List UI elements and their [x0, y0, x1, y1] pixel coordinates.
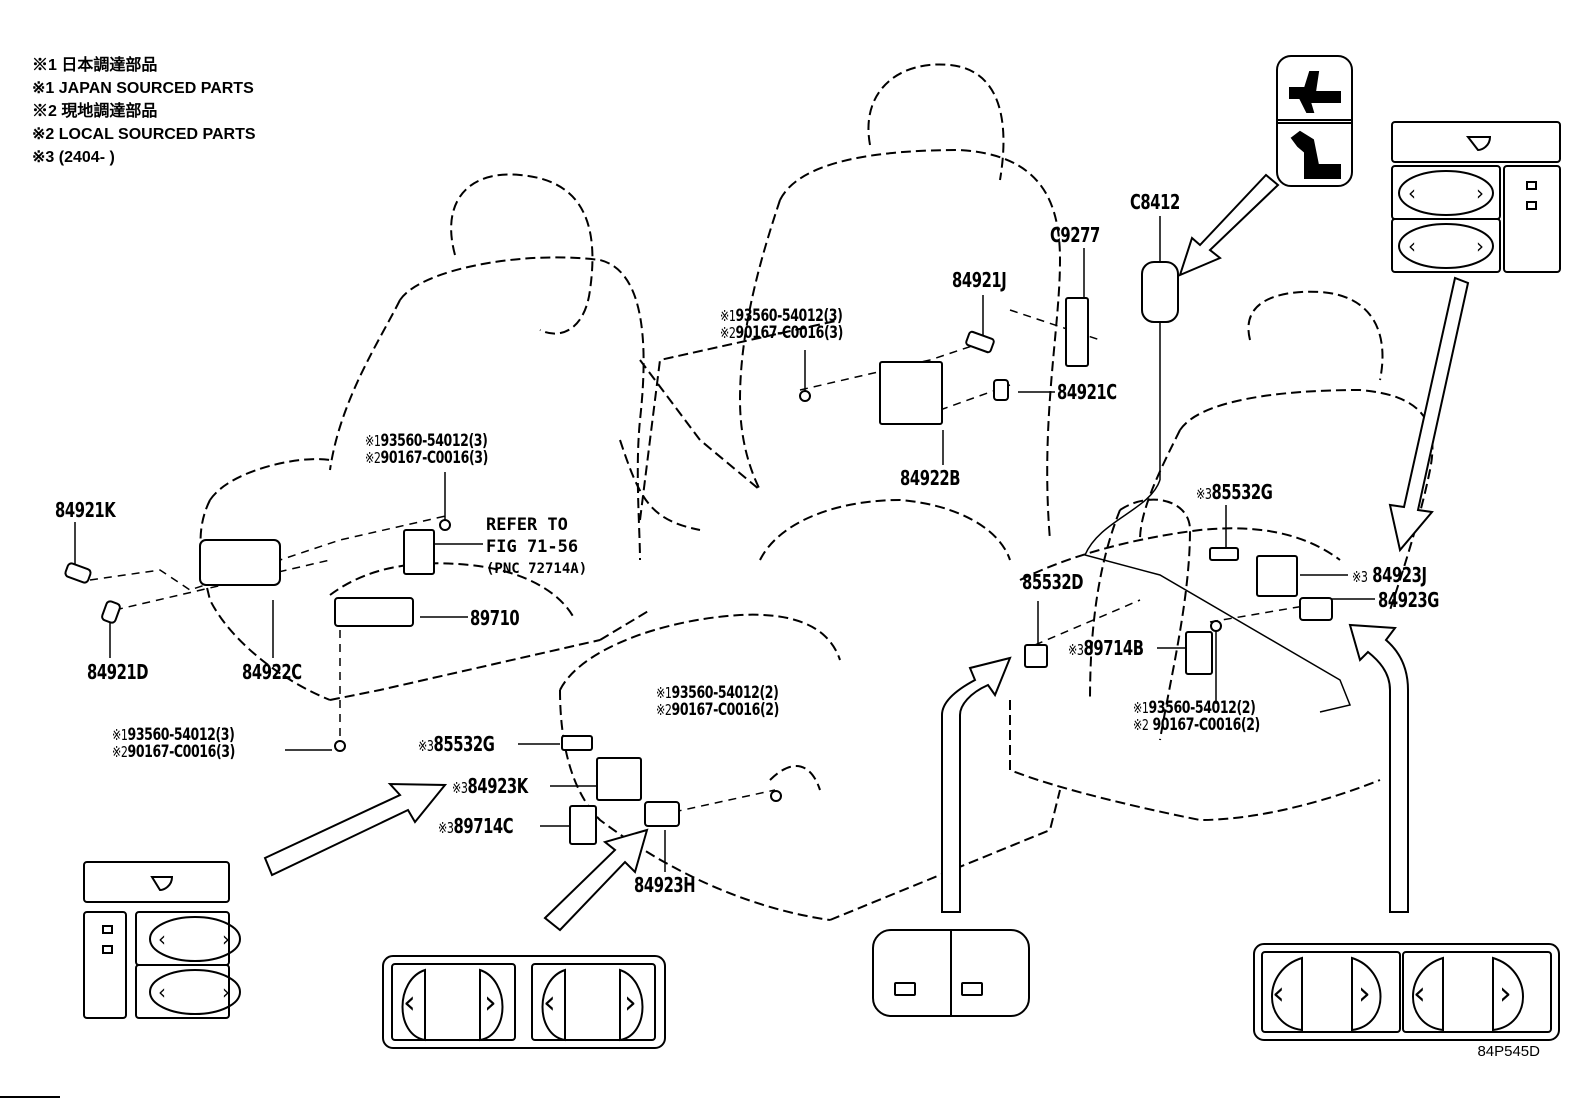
part-label-84923H[interactable]: 84923H — [634, 873, 696, 897]
part-label-C8412[interactable]: C8412 — [1130, 190, 1180, 214]
arrow-to-84923J — [1388, 276, 1470, 553]
part-label-C9277[interactable]: C9277 — [1050, 223, 1100, 247]
bolt-group-left-bottom[interactable]: ※193560-54012(3) ※290167-C0016(3) — [112, 725, 235, 762]
part-84923H — [644, 801, 680, 827]
center-seat-outline — [559, 63, 1062, 921]
part-84921K — [64, 562, 92, 584]
part-89710 — [334, 597, 414, 627]
seat-adjust-panel-right: ‹ › ‹ › — [1253, 943, 1560, 1041]
seat-fold-switch-panel — [1276, 55, 1353, 187]
sourcing-legend: ※1 日本調達部品 ※1 JAPAN SOURCED PARTS ※2 現地調達… — [32, 54, 256, 169]
part-bracket-left — [403, 529, 435, 575]
bolt — [439, 519, 451, 531]
part-84922C — [199, 539, 281, 586]
legend-row: ※1 日本調達部品 — [32, 57, 158, 74]
arrow-to-84923H — [543, 828, 649, 932]
figure-reference-note[interactable]: REFER TO FIG 71-56 (PNC 72714A) — [486, 515, 588, 577]
part-85532G-left — [561, 735, 593, 751]
svg-text:›: › — [624, 983, 637, 1021]
legend-row: ※1 JAPAN SOURCED PARTS — [32, 80, 254, 97]
part-label-89714B[interactable]: ※389714B — [1068, 636, 1144, 660]
legend-row: ※3 (2404- ) — [32, 149, 115, 166]
bolt-group-upper-center[interactable]: ※193560-54012(3) ※290167-C0016(3) — [720, 306, 843, 343]
bolt — [334, 740, 346, 752]
part-label-84923K[interactable]: ※384923K — [452, 774, 528, 798]
svg-text:‹: ‹ — [1408, 234, 1416, 258]
svg-text:‹: ‹ — [1272, 974, 1285, 1012]
usb-charge-panel — [872, 929, 1030, 1017]
part-89714C — [569, 805, 597, 845]
part-84923G — [1299, 597, 1333, 621]
svg-text:‹: ‹ — [1413, 974, 1426, 1012]
part-label-84922B[interactable]: 84922B — [900, 466, 961, 490]
part-label-84921D[interactable]: 84921D — [87, 660, 149, 684]
part-84923J — [1256, 555, 1298, 597]
svg-text:‹: ‹ — [158, 980, 166, 1004]
svg-text:›: › — [1499, 974, 1512, 1012]
svg-text:‹: ‹ — [403, 983, 416, 1021]
bolt-group-right-mid[interactable]: ※193560-54012(2) ※2 90167-C0016(2) — [1133, 698, 1260, 735]
bolt-group-center-mid[interactable]: ※193560-54012(2) ※290167-C0016(2) — [656, 683, 779, 720]
legend-row: ※2 LOCAL SOURCED PARTS — [32, 126, 256, 143]
part-84921D — [101, 600, 121, 624]
svg-text:‹: ‹ — [543, 983, 556, 1021]
part-label-84921C[interactable]: 84921C — [1057, 380, 1117, 404]
bolt — [770, 790, 782, 802]
callout-arrows — [263, 173, 1470, 932]
svg-text:‹: ‹ — [1408, 181, 1416, 205]
part-label-85532D[interactable]: 85532D — [1022, 570, 1084, 594]
part-label-85532G-left[interactable]: ※385532G — [418, 732, 495, 756]
part-89714B — [1185, 631, 1213, 675]
arrow-to-right-console — [941, 656, 1012, 913]
part-C8412 — [1141, 261, 1179, 323]
arrow-to-84923K — [263, 782, 448, 877]
part-label-85532G-right[interactable]: ※385532G — [1196, 480, 1273, 504]
part-label-89710[interactable]: 89710 — [470, 606, 520, 630]
svg-text:‹: ‹ — [158, 927, 166, 951]
part-84921C — [993, 379, 1009, 401]
reading-light-icon-2 — [150, 876, 174, 892]
arrow-to-C8412 — [1178, 173, 1280, 277]
part-label-84922C[interactable]: 84922C — [242, 660, 302, 684]
illustration-code: 84P545D — [1477, 1043, 1540, 1060]
reading-light-icon — [1465, 136, 1492, 152]
svg-text:›: › — [1358, 974, 1371, 1012]
solid-leaders — [74, 216, 1375, 872]
bolt — [1210, 620, 1222, 632]
part-85532D — [1024, 644, 1048, 668]
svg-text:›: › — [1476, 181, 1484, 205]
bolt — [799, 390, 811, 402]
arrow-to-84923G — [1348, 623, 1409, 913]
parts — [64, 261, 1333, 845]
right-upper-switch-panel: ‹ › ‹ › — [1391, 121, 1561, 273]
part-label-84923J[interactable]: ※3 84923J — [1352, 563, 1427, 587]
part-84922B — [879, 361, 943, 425]
seat-fold-up-icon — [1290, 130, 1341, 179]
left-lower-switch-panel: ‹ › ‹ › — [83, 861, 241, 1019]
part-label-89714C[interactable]: ※389714C — [438, 814, 514, 838]
part-84923K — [596, 757, 642, 801]
svg-text:›: › — [1476, 234, 1484, 258]
svg-text:›: › — [484, 983, 497, 1021]
part-label-84921J[interactable]: 84921J — [952, 268, 1007, 292]
svg-text:›: › — [222, 927, 230, 951]
part-label-84921K[interactable]: 84921K — [55, 498, 116, 522]
seat-adjust-panel-left: ‹ › ‹ › — [382, 955, 666, 1049]
right-seat-outline — [1009, 290, 1434, 822]
svg-text:›: › — [222, 980, 230, 1004]
left-seat-outline — [199, 173, 841, 701]
part-C9277 — [1065, 297, 1089, 367]
part-84921J — [965, 330, 995, 354]
legend-row: ※2 現地調達部品 — [32, 103, 158, 120]
seat-fold-down-icon — [1289, 71, 1341, 113]
part-85532G-right — [1209, 547, 1239, 561]
part-label-84923G[interactable]: 84923G — [1378, 588, 1439, 612]
bolt-group-left-mid[interactable]: ※193560-54012(3) ※290167-C0016(3) — [365, 431, 488, 468]
